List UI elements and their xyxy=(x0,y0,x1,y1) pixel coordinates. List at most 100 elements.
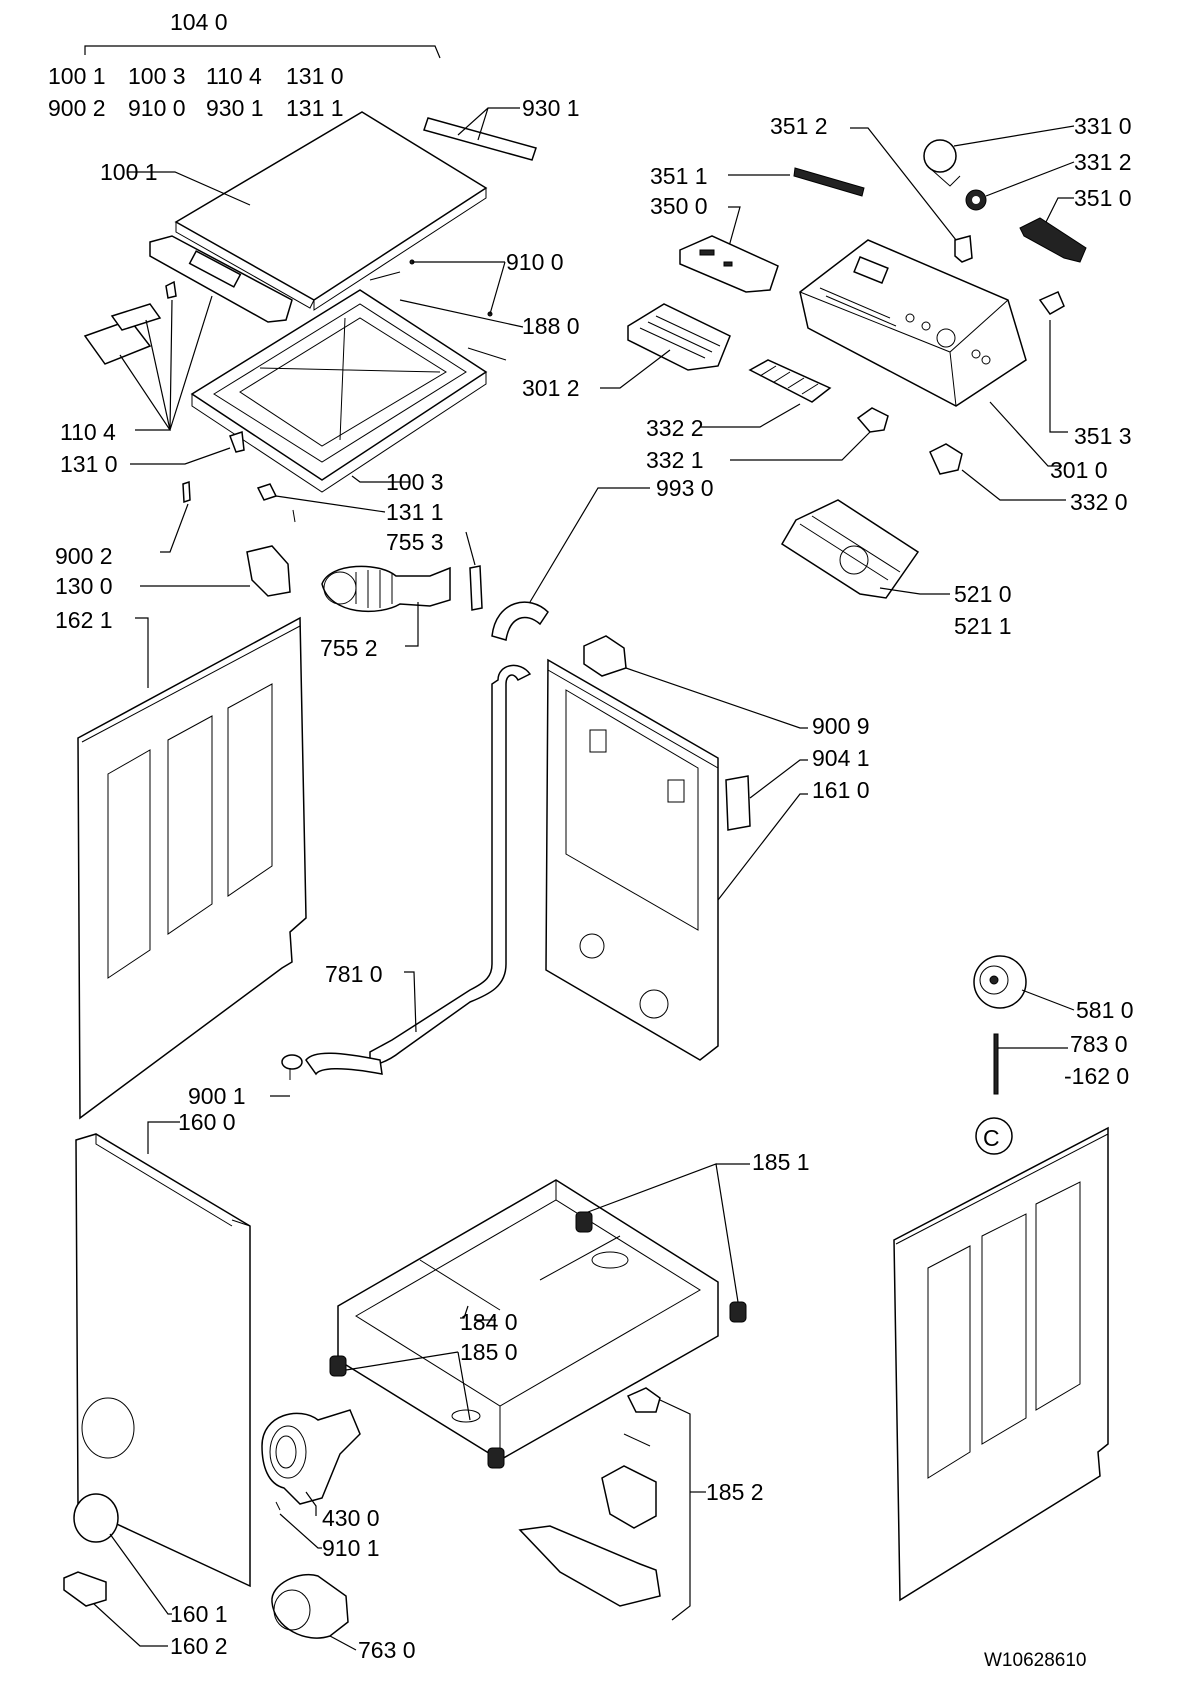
label-430-0: 430 0 xyxy=(322,1505,380,1531)
part-521-0-module xyxy=(780,499,920,599)
leader-904-1 xyxy=(749,759,808,799)
label-332-1: 332 1 xyxy=(646,447,704,473)
part-332-1 xyxy=(856,407,889,433)
label-131-1: 131 1 xyxy=(386,499,444,525)
label-100-3-header: 100 3 xyxy=(128,63,186,89)
part-188-0-b xyxy=(467,347,507,361)
part-110-4-a xyxy=(83,319,152,365)
label-185-0: 185 0 xyxy=(460,1339,518,1365)
part-783-0-rod xyxy=(993,1033,999,1095)
label-162-0: -162 0 xyxy=(1064,1063,1129,1089)
label-755-2: 755 2 xyxy=(320,635,378,661)
part-993-0-hose xyxy=(491,601,549,641)
part-755-2-hose xyxy=(321,565,451,613)
label-c: C xyxy=(983,1125,1000,1151)
leader-110-4 xyxy=(119,295,213,431)
label-930-1-header: 930 1 xyxy=(206,95,264,121)
leader-161-0 xyxy=(717,793,808,901)
header-bracket xyxy=(84,45,441,59)
bezel-handle xyxy=(188,250,242,288)
leader-332-2 xyxy=(700,403,801,428)
leader-185-1 xyxy=(587,1163,750,1303)
label-100-1-header: 100 1 xyxy=(48,63,106,89)
label-160-0: 160 0 xyxy=(178,1109,236,1135)
label-131-0-header: 131 0 xyxy=(286,63,344,89)
part-160-1-cover xyxy=(73,1493,119,1543)
label-521-0: 521 0 xyxy=(954,581,1012,607)
label-110-4-header: 110 4 xyxy=(206,63,262,89)
part-188-0-a xyxy=(369,271,401,281)
leader-188-0 xyxy=(399,299,524,328)
part-131-0 xyxy=(229,430,245,453)
leader-351-0 xyxy=(1045,197,1074,223)
part-185-2-b xyxy=(601,1465,657,1529)
label-104-0: 104 0 xyxy=(170,9,228,35)
leader-332-1 xyxy=(730,431,871,461)
leader-301-2 xyxy=(600,349,671,389)
label-351-1: 351 1 xyxy=(650,163,708,189)
label-100-3: 100 3 xyxy=(386,469,444,495)
part-162-1-side-panel xyxy=(77,616,307,1120)
part-755-3 xyxy=(469,565,483,611)
leader-131-0 xyxy=(130,447,231,465)
leader-781-0 xyxy=(404,971,417,1033)
part-430-0-pump xyxy=(261,1409,361,1505)
label-900-2-header: 900 2 xyxy=(48,95,106,121)
part-581-0-pulley xyxy=(973,955,1027,1009)
leader-100-1 xyxy=(128,171,251,206)
leader-910-1 xyxy=(279,1513,322,1549)
leader-160-1 xyxy=(109,1533,172,1615)
part-904-1 xyxy=(725,775,751,831)
label-910-0: 910 0 xyxy=(506,249,564,275)
part-781-0-drain-hose xyxy=(369,664,532,1067)
part-185-2-c xyxy=(518,1525,661,1607)
part-930-1 xyxy=(423,117,537,161)
label-131-0: 131 0 xyxy=(60,451,118,477)
leader-910-0 xyxy=(412,261,506,315)
part-110-4-c xyxy=(165,280,177,299)
part-900-2 xyxy=(182,480,191,504)
label-184-0: 184 0 xyxy=(460,1309,518,1335)
leader-185-0 xyxy=(345,1351,471,1421)
leader-160-0 xyxy=(147,1121,180,1154)
base-frame-assembly: 184 0 185 0 185 1 185 2 xyxy=(329,1149,810,1621)
part-351-3 xyxy=(1038,291,1065,315)
top-lid-assembly: 930 1 100 1 110 4 100 3 910 0 188 0 xyxy=(55,95,580,661)
part-185-0-foot-a xyxy=(329,1355,347,1377)
label-185-1: 185 1 xyxy=(752,1149,810,1175)
label-188-0: 188 0 xyxy=(522,313,580,339)
leader-755-2 xyxy=(405,602,419,647)
label-930-1: 930 1 xyxy=(522,95,580,121)
part-332-0 xyxy=(929,443,963,475)
leader-351-3 xyxy=(1049,320,1068,433)
part-351-1 xyxy=(793,167,865,197)
label-185-2: 185 2 xyxy=(706,1479,764,1505)
label-351-3: 351 3 xyxy=(1074,423,1132,449)
part-184-0-base xyxy=(337,1179,719,1461)
leader-131-1 xyxy=(275,495,386,513)
part-160-2 xyxy=(63,1571,107,1607)
part-351-0 xyxy=(1019,217,1087,263)
part-162-0-side-panel xyxy=(893,1126,1109,1602)
label-130-0: 130 0 xyxy=(55,573,113,599)
label-161-0: 161 0 xyxy=(812,777,870,803)
leader-184-0 xyxy=(460,1305,469,1319)
right-side-panel-assembly: 581 0 783 0 -162 0 C xyxy=(893,955,1134,1602)
part-131-1 xyxy=(256,483,278,501)
part-185-1-foot-a xyxy=(575,1211,593,1233)
label-581-0: 581 0 xyxy=(1076,997,1134,1023)
part-185-2-a xyxy=(626,1387,661,1413)
part-332-2-buttons xyxy=(748,359,832,403)
leader-331-2 xyxy=(985,161,1075,197)
label-351-2: 351 2 xyxy=(770,113,828,139)
label-350-0: 350 0 xyxy=(650,193,708,219)
leader-763-0 xyxy=(329,1635,357,1651)
leader-331-0 xyxy=(953,125,1075,147)
label-763-0: 763 0 xyxy=(358,1637,416,1663)
label-755-3: 755 3 xyxy=(386,529,444,555)
document-id: W10628610 xyxy=(984,1650,1086,1671)
leader-900-9 xyxy=(625,667,808,729)
label-160-2: 160 2 xyxy=(170,1633,228,1659)
label-301-2: 301 2 xyxy=(522,375,580,401)
left-side-panel: 162 1 xyxy=(55,607,307,1120)
